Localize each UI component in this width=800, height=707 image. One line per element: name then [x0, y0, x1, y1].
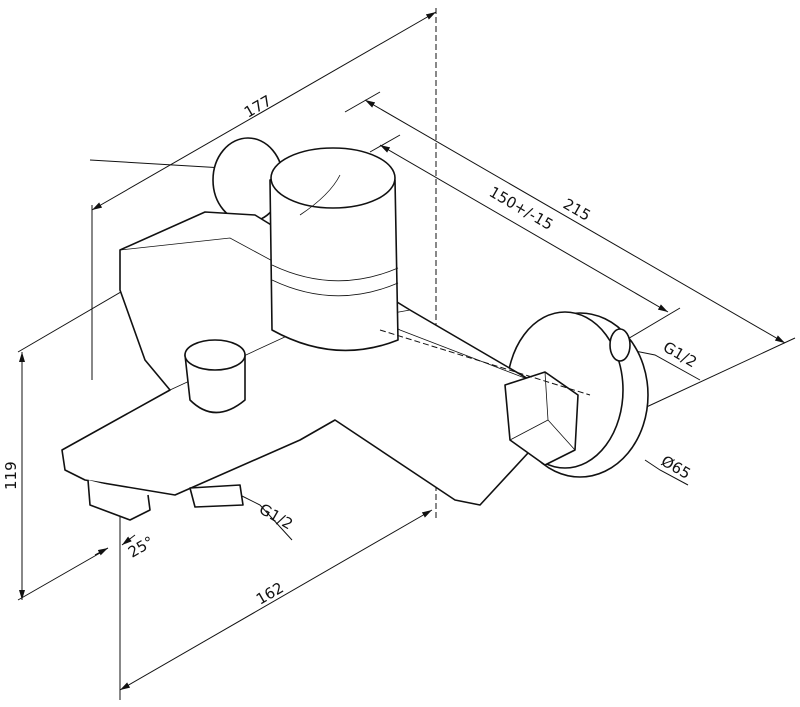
dim-215: 215: [560, 195, 594, 225]
dim-angle: 25°: [125, 533, 157, 562]
inlet-thread: [609, 328, 631, 362]
spout-outlet: [87, 479, 151, 521]
label-outlet-thread: G1/2: [256, 500, 296, 533]
dim-119: 119: [2, 461, 20, 490]
faucet-body: [61, 137, 649, 521]
outlet-thread: [189, 484, 244, 508]
label-inlet-thread: G1/2: [660, 338, 700, 371]
dim-177: 177: [241, 92, 275, 122]
